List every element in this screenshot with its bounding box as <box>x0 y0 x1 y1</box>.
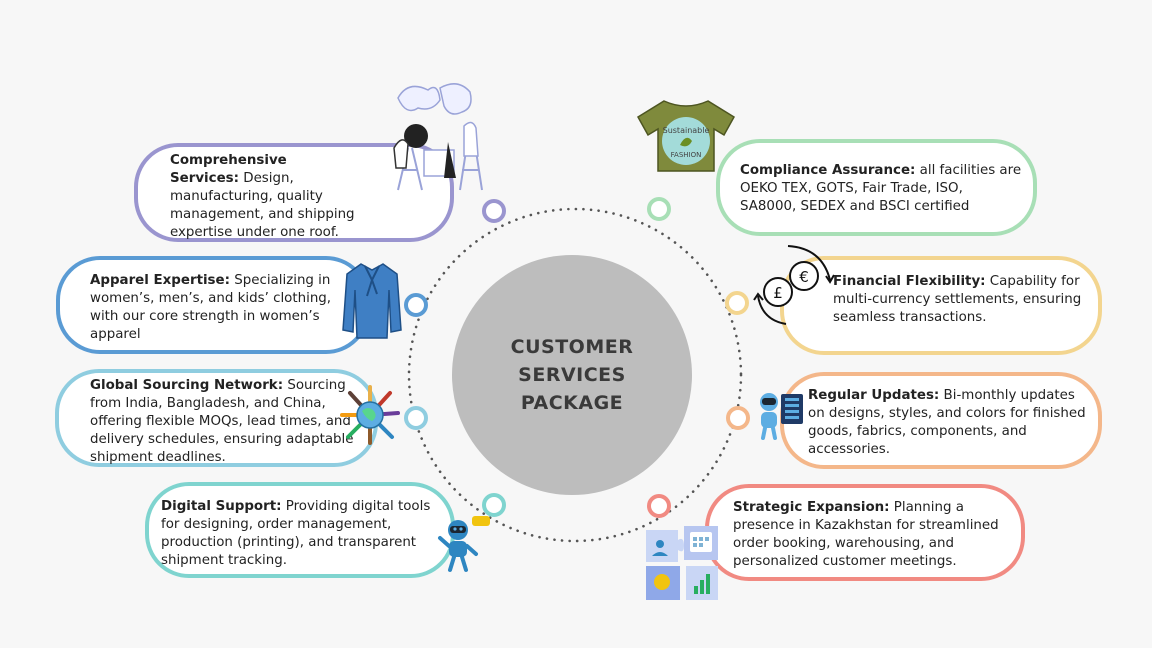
designers-illustration-icon <box>393 83 483 191</box>
puzzle-icon <box>646 526 718 600</box>
card-title: Strategic Expansion: <box>733 500 890 515</box>
card-apparel-expertise: Apparel Expertise: Specializing in women… <box>56 256 370 354</box>
card-text: Sourcing from India, Bangladesh, and Chi… <box>90 378 354 465</box>
robot-chart-icon <box>760 393 803 440</box>
card-title: Global Sourcing Network: <box>90 378 284 393</box>
card-title: Regular Updates: <box>808 388 940 403</box>
connector-dot-compliance <box>647 197 671 221</box>
card-global-sourcing: Global Sourcing Network: Sourcing from I… <box>55 369 378 467</box>
connector-dot-sourcing <box>404 406 428 430</box>
hub-title: CUSTOMER SERVICES PACKAGE <box>497 333 647 417</box>
connector-dot-updates <box>726 406 750 430</box>
card-comprehensive-services: Comprehensive Services: Design, manufact… <box>134 143 454 242</box>
card-text: Specializing in women’s, men’s, and kids… <box>90 273 332 342</box>
sustainable-tshirt-icon: Sustainable FASHION <box>636 100 736 172</box>
card-strategic-expansion: Strategic Expansion: Planning a presence… <box>705 484 1025 581</box>
card-text: Planning a presence in Kazakhstan for st… <box>733 500 999 569</box>
card-digital-support: Digital Support: Providing digital tools… <box>145 482 455 578</box>
connector-dot-financial <box>725 291 749 315</box>
hub-title-line-1: CUSTOMER <box>510 336 634 358</box>
card-title: Comprehensive Services: <box>170 153 287 186</box>
hub-title-line-3: PACKAGE <box>520 392 624 414</box>
card-text: Providing digital tools for designing, o… <box>161 499 431 568</box>
blouse-icon <box>342 263 402 339</box>
connector-dot-apparel <box>404 293 428 317</box>
svg-text:£: £ <box>773 284 783 302</box>
card-title: Digital Support: <box>161 499 282 514</box>
connector-dot-digital <box>482 493 506 517</box>
card-title: Financial Flexibility: <box>833 274 986 289</box>
robot-assistant-icon <box>438 516 490 572</box>
connector-dot-comprehensive <box>482 199 506 223</box>
hub-title-line-2: SERVICES <box>518 364 626 386</box>
tshirt-text-bottom: FASHION <box>671 151 702 159</box>
connector-dot-expansion <box>647 494 671 518</box>
svg-text:€: € <box>799 268 809 286</box>
currency-exchange-icon: € £ <box>753 245 835 325</box>
central-hub: CUSTOMER SERVICES PACKAGE <box>452 255 692 495</box>
card-text: all facilities are OEKO TEX, GOTS, Fair … <box>740 163 1022 214</box>
card-text: Bi-monthly updates on designs, styles, a… <box>808 388 1086 457</box>
card-text: Capability for multi-currency settlement… <box>833 274 1082 325</box>
card-title: Apparel Expertise: <box>90 273 230 288</box>
card-financial-flexibility: Financial Flexibility: Capability for mu… <box>780 256 1102 355</box>
card-regular-updates: Regular Updates: Bi-monthly updates on d… <box>780 372 1102 469</box>
globe-hands-icon <box>340 385 400 445</box>
card-compliance-assurance: Compliance Assurance: all facilities are… <box>716 139 1037 236</box>
card-title: Compliance Assurance: <box>740 163 916 178</box>
card-text: Design, manufacturing, quality managemen… <box>170 171 355 240</box>
tshirt-text-top: Sustainable <box>663 126 710 135</box>
